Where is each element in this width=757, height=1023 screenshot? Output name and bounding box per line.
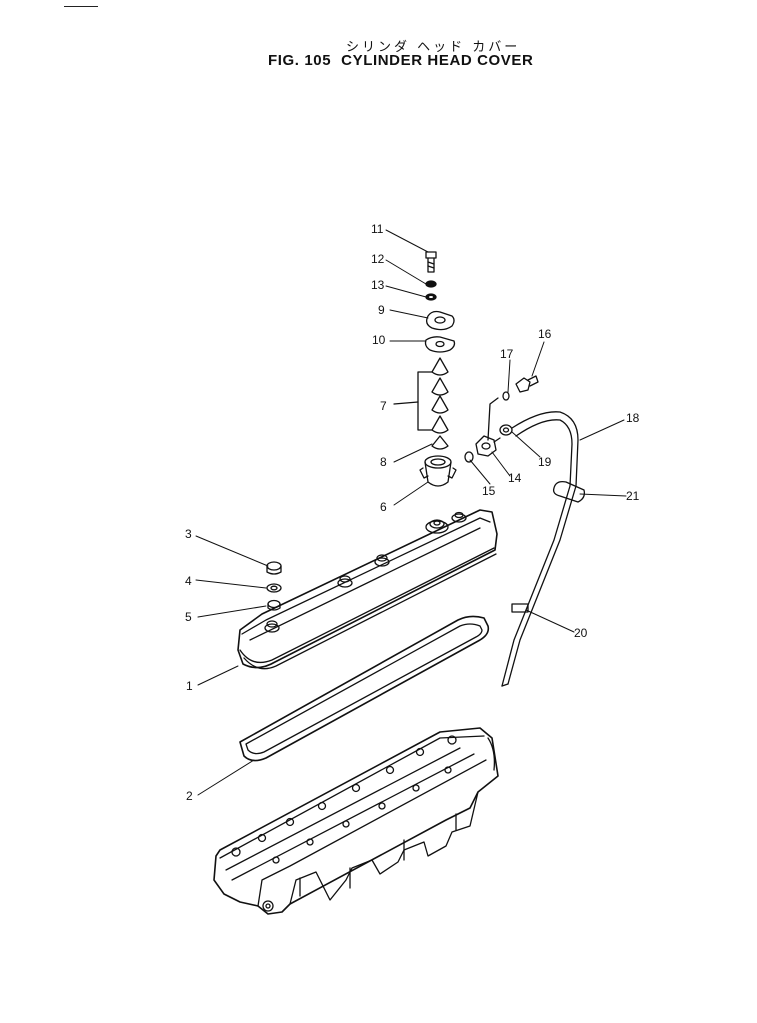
callout-7: 7 bbox=[380, 399, 387, 413]
callout-19: 19 bbox=[538, 455, 552, 469]
bolt-and-washers bbox=[425, 251, 437, 301]
oil-filler-neck-part bbox=[419, 455, 457, 487]
callout-16: 16 bbox=[538, 327, 552, 341]
callout-14: 14 bbox=[508, 471, 522, 485]
callout-labels: 1 2 3 4 5 6 7 8 9 10 11 12 13 14 15 16 1… bbox=[185, 222, 640, 803]
gasket-part bbox=[239, 615, 490, 762]
callout-13: 13 bbox=[371, 278, 385, 292]
callout-17: 17 bbox=[500, 347, 514, 361]
callout-3: 3 bbox=[185, 527, 192, 541]
callout-18: 18 bbox=[626, 411, 640, 425]
callout-11: 11 bbox=[371, 222, 384, 236]
callout-5: 5 bbox=[185, 610, 192, 624]
corner-rule bbox=[64, 6, 98, 7]
cap-washer-seal-stack bbox=[266, 561, 282, 611]
breather-hose-and-tube bbox=[501, 411, 586, 687]
callout-21: 21 bbox=[626, 489, 640, 503]
filter-element-stack bbox=[393, 357, 449, 450]
figure-title: FIG. 105 CYLINDER HEAD COVER bbox=[268, 52, 543, 69]
cap-plate-and-gasket bbox=[424, 310, 456, 353]
breather-fittings bbox=[464, 375, 539, 463]
callout-2: 2 bbox=[186, 789, 193, 803]
callout-1: 1 bbox=[186, 679, 193, 693]
callout-20: 20 bbox=[574, 626, 588, 640]
callout-6: 6 bbox=[380, 500, 387, 514]
figure-title-text: CYLINDER HEAD COVER bbox=[341, 52, 534, 69]
head-cover-part bbox=[237, 509, 498, 670]
callout-4: 4 bbox=[185, 574, 192, 588]
callout-8: 8 bbox=[380, 455, 387, 469]
callout-9: 9 bbox=[378, 303, 385, 317]
leader-lines bbox=[195, 229, 627, 796]
figure-number: FIG. 105 bbox=[268, 52, 332, 69]
callout-12: 12 bbox=[371, 252, 385, 266]
cylinder-head-block bbox=[213, 727, 499, 915]
title-japanese: シリンダ ヘッド カバー bbox=[346, 40, 521, 55]
callout-10: 10 bbox=[372, 333, 386, 347]
callout-15: 15 bbox=[482, 484, 496, 498]
